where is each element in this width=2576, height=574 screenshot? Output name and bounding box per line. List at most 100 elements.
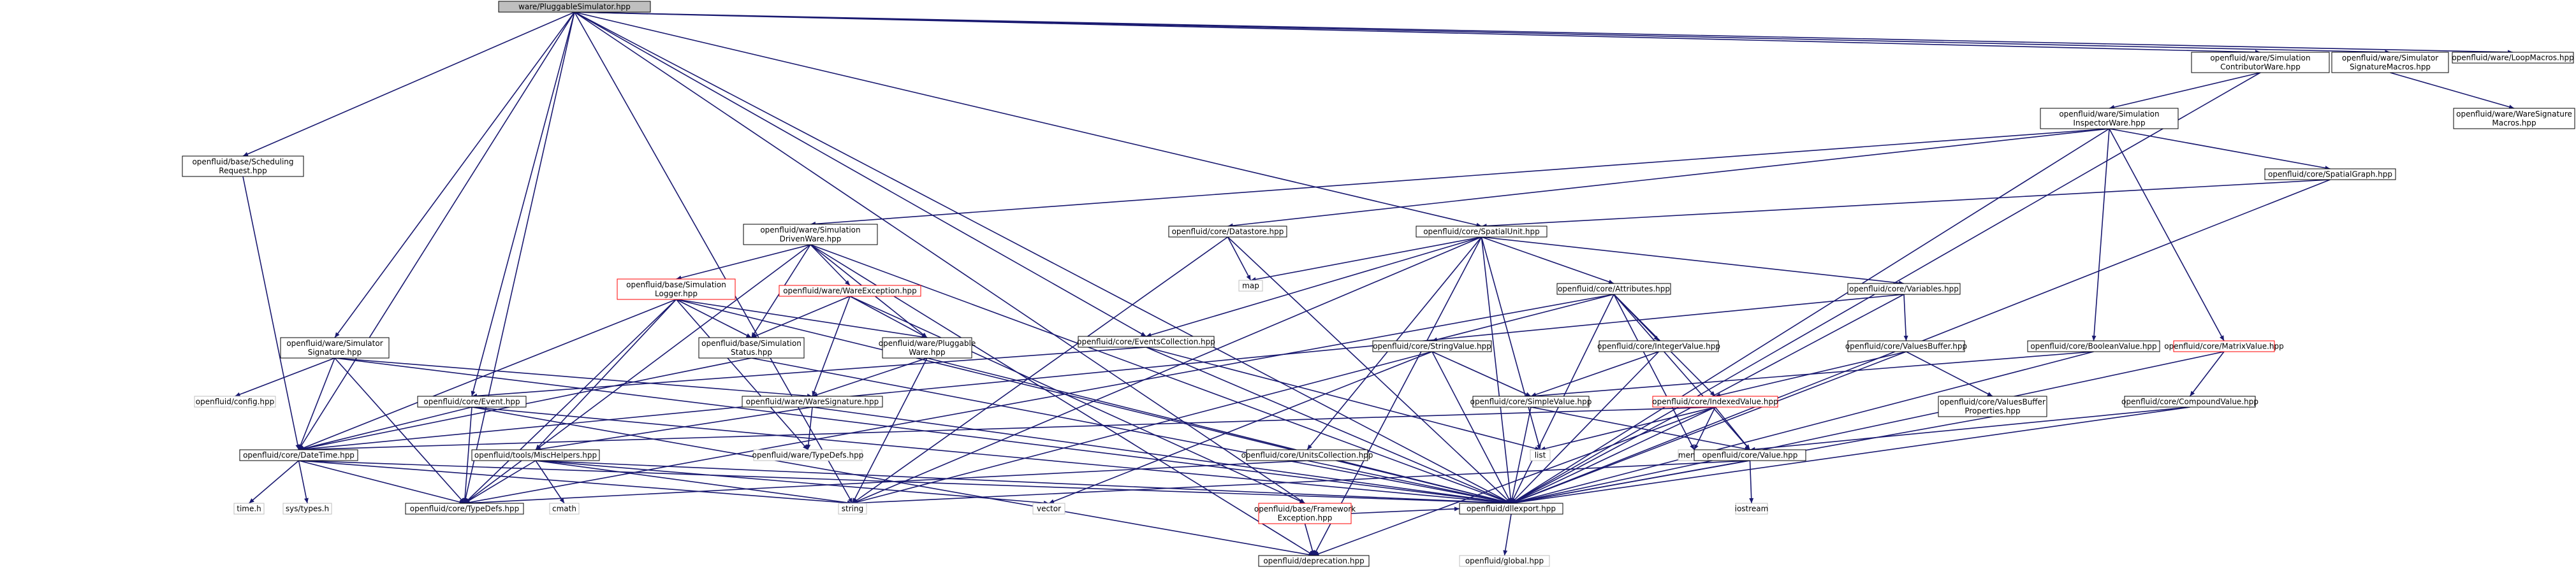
node-unitscoll[interactable]: openfluid/core/UnitsCollection.hpp bbox=[1241, 449, 1373, 461]
edge-root-to-eventscoll bbox=[574, 11, 1146, 337]
node-spatialunit[interactable]: openfluid/core/SpatialUnit.hpp bbox=[1416, 226, 1548, 238]
node-box bbox=[1652, 396, 1778, 408]
edge-compoundvalue-to-value bbox=[1750, 406, 2190, 450]
edge-contributor-to-inspector bbox=[2109, 72, 2261, 109]
node-waretypedefs[interactable]: openfluid/ware/TypeDefs.hpp bbox=[752, 449, 864, 461]
edge-dllexport-to-global bbox=[1504, 513, 1512, 556]
edge-compoundvalue-to-dllexport bbox=[1511, 406, 2190, 504]
edge-spatialunit-to-list bbox=[1481, 236, 1541, 450]
edge-spatialunit-to-dllexport bbox=[1481, 236, 1512, 504]
node-box bbox=[1032, 503, 1065, 515]
node-label: openfluid/ware/Pluggable bbox=[879, 339, 976, 348]
node-value[interactable]: openfluid/core/Value.hpp bbox=[1694, 449, 1806, 461]
node-label: list bbox=[1535, 451, 1546, 460]
node-systypes[interactable]: sys/types.h bbox=[282, 503, 332, 515]
edge-event-to-coretypedefs bbox=[464, 406, 472, 504]
node-dllexport[interactable]: openfluid/dllexport.hpp bbox=[1459, 503, 1563, 515]
node-box bbox=[1372, 340, 1492, 352]
node-label: Ware.hpp bbox=[909, 348, 945, 357]
edge-indexedvalue-to-memory bbox=[1694, 406, 1716, 450]
node-config[interactable]: openfluid/config.hpp bbox=[194, 396, 276, 408]
node-waresignature[interactable]: openfluid/ware/WareSignature.hpp bbox=[742, 396, 883, 408]
node-string[interactable]: string bbox=[838, 503, 867, 515]
edge-frameworkexc-to-deprecation bbox=[1304, 523, 1315, 556]
arrowhead-spatialunit-to-unitscoll bbox=[1307, 444, 1312, 450]
node-label: openfluid/dllexport.hpp bbox=[1467, 505, 1556, 513]
node-box bbox=[280, 337, 390, 359]
node-list[interactable]: list bbox=[1530, 449, 1551, 461]
node-valuesbuffer[interactable]: openfluid/core/ValuesBuffer.hpp bbox=[1845, 340, 1967, 352]
edge-simsignature-to-datetime bbox=[298, 357, 335, 450]
node-timeh[interactable]: time.h bbox=[233, 503, 265, 515]
node-matrixvalue[interactable]: openfluid/core/MatrixValue.hpp bbox=[2164, 340, 2284, 352]
arrowhead-value-to-iostream bbox=[1749, 498, 1754, 503]
node-global[interactable]: openfluid/global.hpp bbox=[1459, 555, 1550, 567]
node-loopmacros[interactable]: openfluid/ware/LoopMacros.hpp bbox=[2452, 52, 2574, 64]
edge-simlogger-to-coretypedefs bbox=[464, 299, 677, 504]
node-spatialgraph[interactable]: openfluid/core/SpatialGraph.hpp bbox=[2264, 168, 2396, 180]
node-label: openfluid/core/MatrixValue.hpp bbox=[2164, 342, 2284, 351]
arrowhead-inspector-to-booleanvalue bbox=[2091, 335, 2097, 341]
node-datetime[interactable]: openfluid/core/DateTime.hpp bbox=[239, 449, 358, 461]
node-box bbox=[1847, 283, 1961, 295]
edge-datetime-to-dllexport bbox=[298, 460, 1512, 504]
node-label: openfluid/core/EventsCollection.hpp bbox=[1077, 338, 1215, 347]
node-datastore[interactable]: openfluid/core/Datastore.hpp bbox=[1168, 226, 1287, 238]
node-vbprops[interactable]: openfluid/core/ValuesBufferProperties.hp… bbox=[1938, 396, 2047, 417]
edge-value-to-string bbox=[852, 460, 1750, 504]
node-wareexception[interactable]: openfluid/ware/WareException.hpp bbox=[779, 285, 921, 297]
node-eventscoll[interactable]: openfluid/core/EventsCollection.hpp bbox=[1077, 336, 1215, 348]
node-variables[interactable]: openfluid/core/Variables.hpp bbox=[1847, 283, 1961, 295]
node-box bbox=[1238, 280, 1263, 292]
node-box bbox=[1472, 396, 1590, 408]
node-contributor[interactable]: openfluid/ware/SimulationContributorWare… bbox=[2191, 52, 2330, 73]
arrowhead-wareexception-to-frameworkexc bbox=[1299, 499, 1305, 503]
node-attributes[interactable]: openfluid/core/Attributes.hpp bbox=[1556, 283, 1671, 295]
node-coretypedefs[interactable]: openfluid/core/TypeDefs.hpp bbox=[405, 503, 524, 515]
edge-wareexception-to-waresignature bbox=[812, 296, 851, 397]
node-cmath[interactable]: cmath bbox=[549, 503, 580, 515]
edge-matrixvalue-to-compoundvalue bbox=[2189, 351, 2225, 397]
node-sigmacros[interactable]: openfluid/ware/SimulatorSignatureMacros.… bbox=[2331, 52, 2449, 73]
node-label: Request.hpp bbox=[219, 166, 267, 175]
node-label: openfluid/core/DateTime.hpp bbox=[243, 451, 355, 460]
node-box bbox=[1416, 226, 1548, 238]
edge-indexedvalue-to-dllexport bbox=[1511, 406, 1716, 504]
node-event[interactable]: openfluid/core/Event.hpp bbox=[417, 396, 527, 408]
node-label: openfluid/core/Variables.hpp bbox=[1849, 285, 1959, 294]
node-simplevalue[interactable]: openfluid/core/SimpleValue.hpp bbox=[1470, 396, 1592, 408]
arrowhead-frameworkexc-to-dllexport bbox=[1454, 506, 1460, 512]
edge-value-to-dllexport bbox=[1511, 460, 1750, 504]
node-map[interactable]: map bbox=[1238, 280, 1263, 292]
edge-matrixvalue-to-dllexport bbox=[1511, 351, 2225, 504]
node-stringvalue[interactable]: openfluid/core/StringValue.hpp bbox=[1372, 340, 1492, 352]
arrowhead-mischelpers-to-cmath bbox=[559, 498, 564, 503]
node-box bbox=[779, 285, 921, 297]
edge-integervalue-to-simplevalue bbox=[1530, 351, 1659, 397]
node-deprecation[interactable]: openfluid/deprecation.hpp bbox=[1258, 555, 1370, 567]
edge-waresignature-to-mischelpers bbox=[535, 406, 813, 450]
node-compoundvalue[interactable]: openfluid/core/CompoundValue.hpp bbox=[2121, 396, 2258, 408]
edge-root-to-scheduling bbox=[242, 11, 575, 157]
node-integervalue[interactable]: openfluid/core/IntegerValue.hpp bbox=[1597, 340, 1720, 352]
arrowhead-dllexport-to-global bbox=[1503, 550, 1508, 556]
node-booleanvalue[interactable]: openfluid/core/BooleanValue.hpp bbox=[2027, 340, 2160, 352]
edge-value-to-iostream bbox=[1749, 460, 1752, 504]
node-mischelpers[interactable]: openfluid/tools/MiscHelpers.hpp bbox=[471, 449, 600, 461]
node-box bbox=[233, 503, 265, 515]
node-label: openfluid/config.hpp bbox=[196, 398, 274, 406]
node-vector[interactable]: vector bbox=[1032, 503, 1065, 515]
edge-inspector-to-dllexport bbox=[1511, 128, 2110, 504]
node-inspector[interactable]: openfluid/ware/SimulationInspectorWare.h… bbox=[2040, 108, 2179, 129]
node-iostream[interactable]: iostream bbox=[1735, 503, 1769, 515]
node-label: Logger.hpp bbox=[655, 289, 698, 298]
node-indexedvalue[interactable]: openfluid/core/IndexedValue.hpp bbox=[1652, 396, 1778, 408]
